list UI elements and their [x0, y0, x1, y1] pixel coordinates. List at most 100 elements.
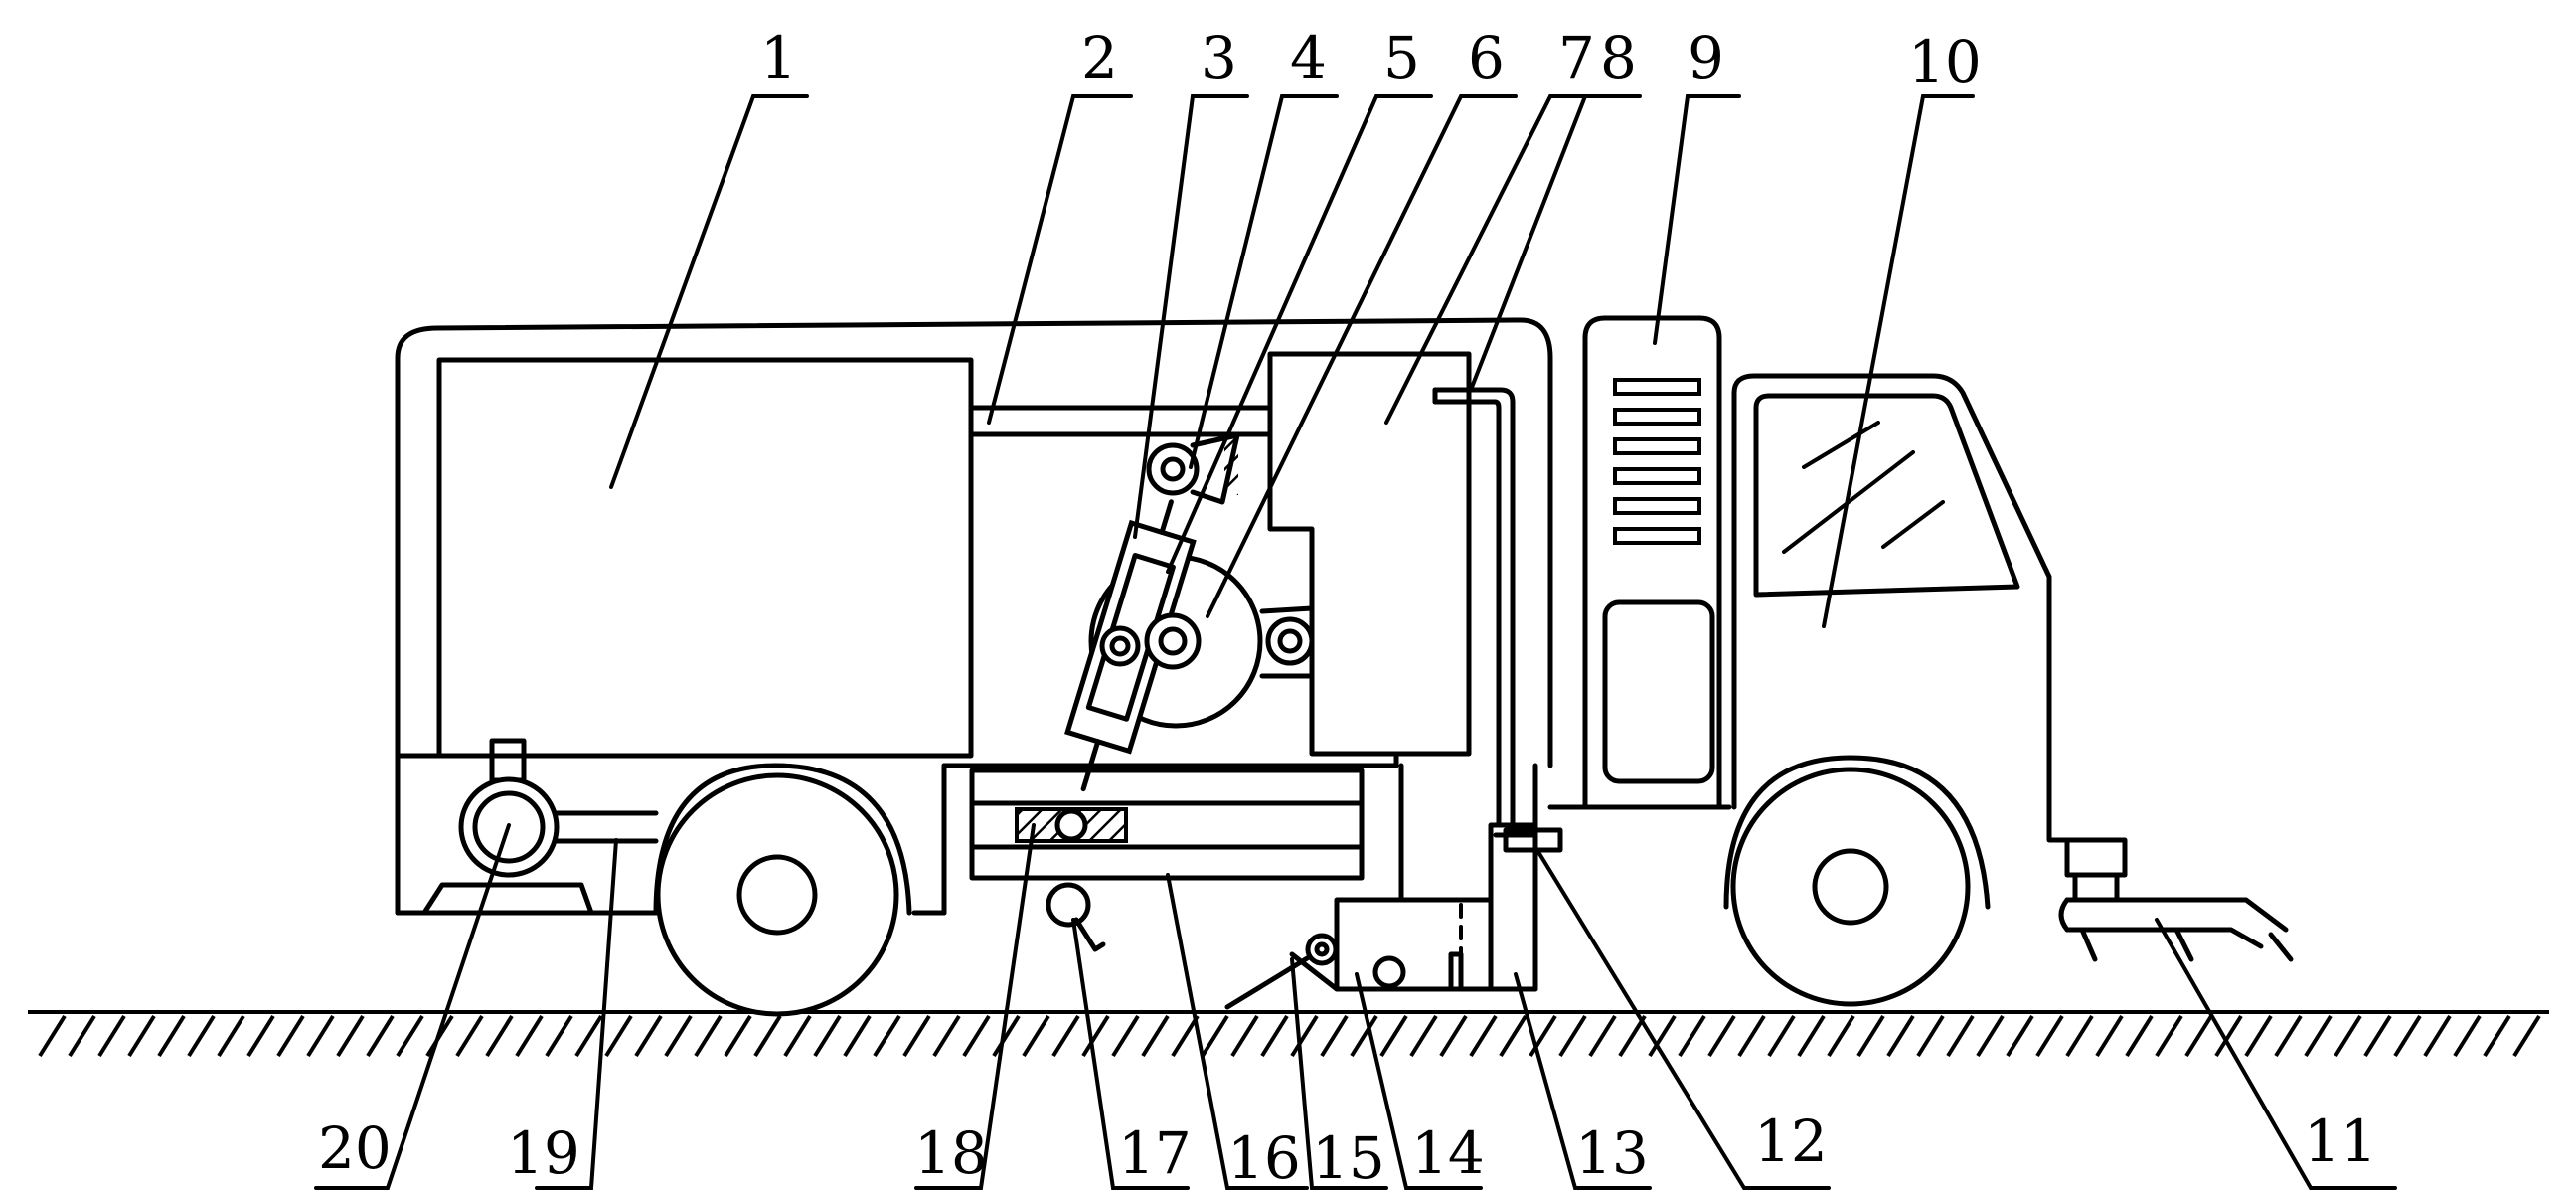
part-labels: 1 2 3 4 5 6 7 8 9 10 11 12 13 14 15 16 1… [318, 24, 2377, 1192]
label-6: 6 [1468, 24, 1505, 91]
label-4: 4 [1290, 24, 1327, 91]
ground-hatch-line [902, 1014, 931, 1058]
ground-hatch-line [932, 1014, 961, 1058]
ground-hatch-line [1707, 1014, 1736, 1058]
front-wheel [1723, 755, 1991, 1007]
scraper-blade [1224, 933, 1340, 1010]
label-11: 11 [2304, 1108, 2377, 1175]
ground-hatch-line [515, 1014, 544, 1058]
rear-wheel [653, 763, 912, 1017]
label-13: 13 [1575, 1119, 1649, 1187]
label-20: 20 [318, 1114, 392, 1182]
ground-hatch-line [2512, 1014, 2541, 1058]
ground-hatch-line [1141, 1014, 1170, 1058]
ground-hatch-line [1171, 1014, 1200, 1058]
ground-hatch-line [2304, 1014, 2333, 1058]
ground-hatch-line [694, 1014, 723, 1058]
label-2: 2 [1081, 24, 1118, 91]
ground-hatch-line [1290, 1014, 1319, 1058]
label-8: 8 [1600, 24, 1637, 91]
ground-hatch-line [38, 1014, 67, 1058]
ground-hatch-line [873, 1014, 901, 1058]
ground-hatch-line [2393, 1014, 2422, 1058]
ground-hatch-line [724, 1014, 752, 1058]
ground-hatch-line [843, 1014, 872, 1058]
engine-housing [1547, 315, 1732, 810]
hopper-box [969, 768, 1365, 881]
ground-hatch-line [1081, 1014, 1110, 1058]
ground-hatch-line [306, 1014, 335, 1058]
ground-hatch-line [1767, 1014, 1796, 1058]
pump-assembly [421, 738, 659, 916]
ground-hatch-line [97, 1014, 126, 1058]
vent-slat [1613, 497, 1701, 515]
brush-mechanism [1064, 432, 1315, 792]
label-5: 5 [1383, 24, 1420, 91]
ground-hatch-line [1946, 1014, 1975, 1058]
label-9: 9 [1688, 24, 1724, 91]
vent-slat [1613, 378, 1701, 396]
ground-hatch-line [1022, 1014, 1050, 1058]
label-3: 3 [1201, 24, 1237, 91]
ground-hatch-line [813, 1014, 842, 1058]
ground-hatch-line [1916, 1014, 1945, 1058]
ground-hatch-line [1051, 1014, 1080, 1058]
ground-hatch-line [1976, 1014, 2005, 1058]
label-7: 7 [1558, 24, 1595, 91]
ground-hatch-line [246, 1014, 275, 1058]
leader-lines [314, 94, 2397, 1190]
label-1: 1 [760, 24, 797, 91]
ground-hatch-line [68, 1014, 96, 1058]
ground-hatch-line [366, 1014, 395, 1058]
ground [28, 1010, 2549, 1058]
ground-hatch-line [1230, 1014, 1259, 1058]
ground-hatch-line [1558, 1014, 1587, 1058]
ground-hatch-line [2065, 1014, 2094, 1058]
ground-hatch-line [753, 1014, 782, 1058]
label-10: 10 [1908, 28, 1982, 95]
label-15: 15 [1312, 1124, 1385, 1192]
ground-hatch-line [1588, 1014, 1617, 1058]
ground-hatch-line [455, 1014, 484, 1058]
ground-hatch-line [1409, 1014, 1438, 1058]
ground-hatch-line [992, 1014, 1021, 1058]
ground-hatch-line [157, 1014, 186, 1058]
label-16: 16 [1227, 1124, 1301, 1192]
nozzle-17 [1046, 882, 1106, 952]
ground-hatch-line [187, 1014, 216, 1058]
ground-hatch-line [664, 1014, 693, 1058]
ground-hatch-line [2184, 1014, 2213, 1058]
ground-hatch-line [1827, 1014, 1855, 1058]
driver-cab [1731, 373, 2090, 843]
ground-hatch-line [1648, 1014, 1677, 1058]
ground-hatch-line [634, 1014, 663, 1058]
ground-hatch-line [2483, 1014, 2511, 1058]
ground-hatch-line [1737, 1014, 1766, 1058]
label-18: 18 [914, 1119, 988, 1187]
vent-slat [1613, 437, 1701, 455]
ground-hatch-line [1350, 1014, 1378, 1058]
ground-hatch-line [545, 1014, 573, 1058]
ground-hatch-line [962, 1014, 991, 1058]
ground-hatch-line [2334, 1014, 2362, 1058]
ground-hatch-line [2214, 1014, 2243, 1058]
ground-hatch-line [1886, 1014, 1915, 1058]
ground-hatch-line [2244, 1014, 2273, 1058]
ground-hatch-line [574, 1014, 603, 1058]
ground-hatch-line [1439, 1014, 1468, 1058]
ground-hatch-line [1678, 1014, 1706, 1058]
ground-hatch-line [2423, 1014, 2452, 1058]
ground-hatch-line [1469, 1014, 1498, 1058]
ground-hatch-line [1856, 1014, 1885, 1058]
ground-hatch-line [2125, 1014, 2154, 1058]
ground-hatch-line [2453, 1014, 2482, 1058]
ground-hatch-line [127, 1014, 156, 1058]
ground-hatch-line [783, 1014, 812, 1058]
suction-unit [1334, 763, 1563, 992]
vent-slat [1613, 527, 1701, 545]
ground-hatch-line [2274, 1014, 2303, 1058]
ground-hatch-line [2363, 1014, 2392, 1058]
front-spray-bar [2058, 837, 2294, 962]
